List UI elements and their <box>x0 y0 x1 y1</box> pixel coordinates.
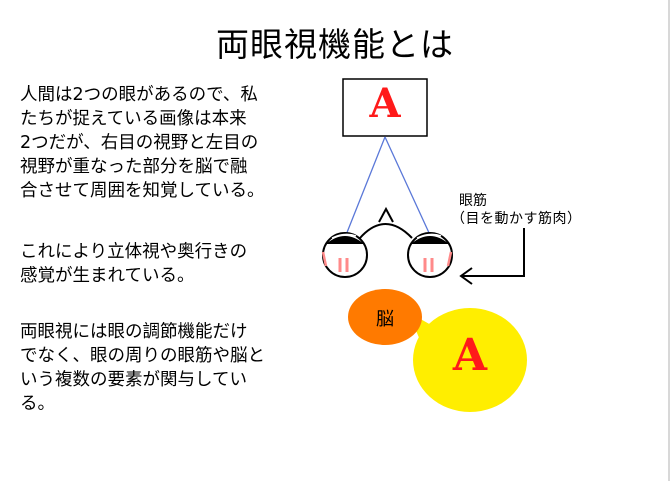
eye-muscle-note: （目を動かす筋肉） <box>451 211 582 227</box>
sight-line-left <box>345 136 386 236</box>
muscle-pointer-arrow <box>462 228 525 277</box>
nose-tip <box>378 206 394 223</box>
left-eye <box>321 232 368 278</box>
target-letter: A <box>369 80 401 127</box>
right-eye <box>407 232 453 278</box>
paragraph-fusion: 人間は2つの眼があるので、私 たちが捉えている画像は本来 2つだが、右目の視野と… <box>20 85 265 201</box>
paragraph-depth: これにより立体視や奥行きの 感覚が生まれている。 <box>20 242 248 286</box>
brain-shape <box>348 289 422 345</box>
perception-bubble <box>413 308 527 412</box>
eye-muscle-label: 眼筋 <box>459 193 487 209</box>
paragraph-factors: 両眼視には眼の調節機能だけ でなく、眼の周りの眼筋や脳と いう複数の要素が関与し… <box>20 322 265 414</box>
slide-edge <box>668 0 670 481</box>
slide-title: 両眼視機能とは <box>216 25 454 64</box>
brain-label: 脳 <box>376 309 394 330</box>
target-box <box>342 78 428 137</box>
nose-bridge <box>359 223 413 239</box>
perceived-letter: A <box>452 330 488 381</box>
sight-line-right <box>384 136 431 236</box>
